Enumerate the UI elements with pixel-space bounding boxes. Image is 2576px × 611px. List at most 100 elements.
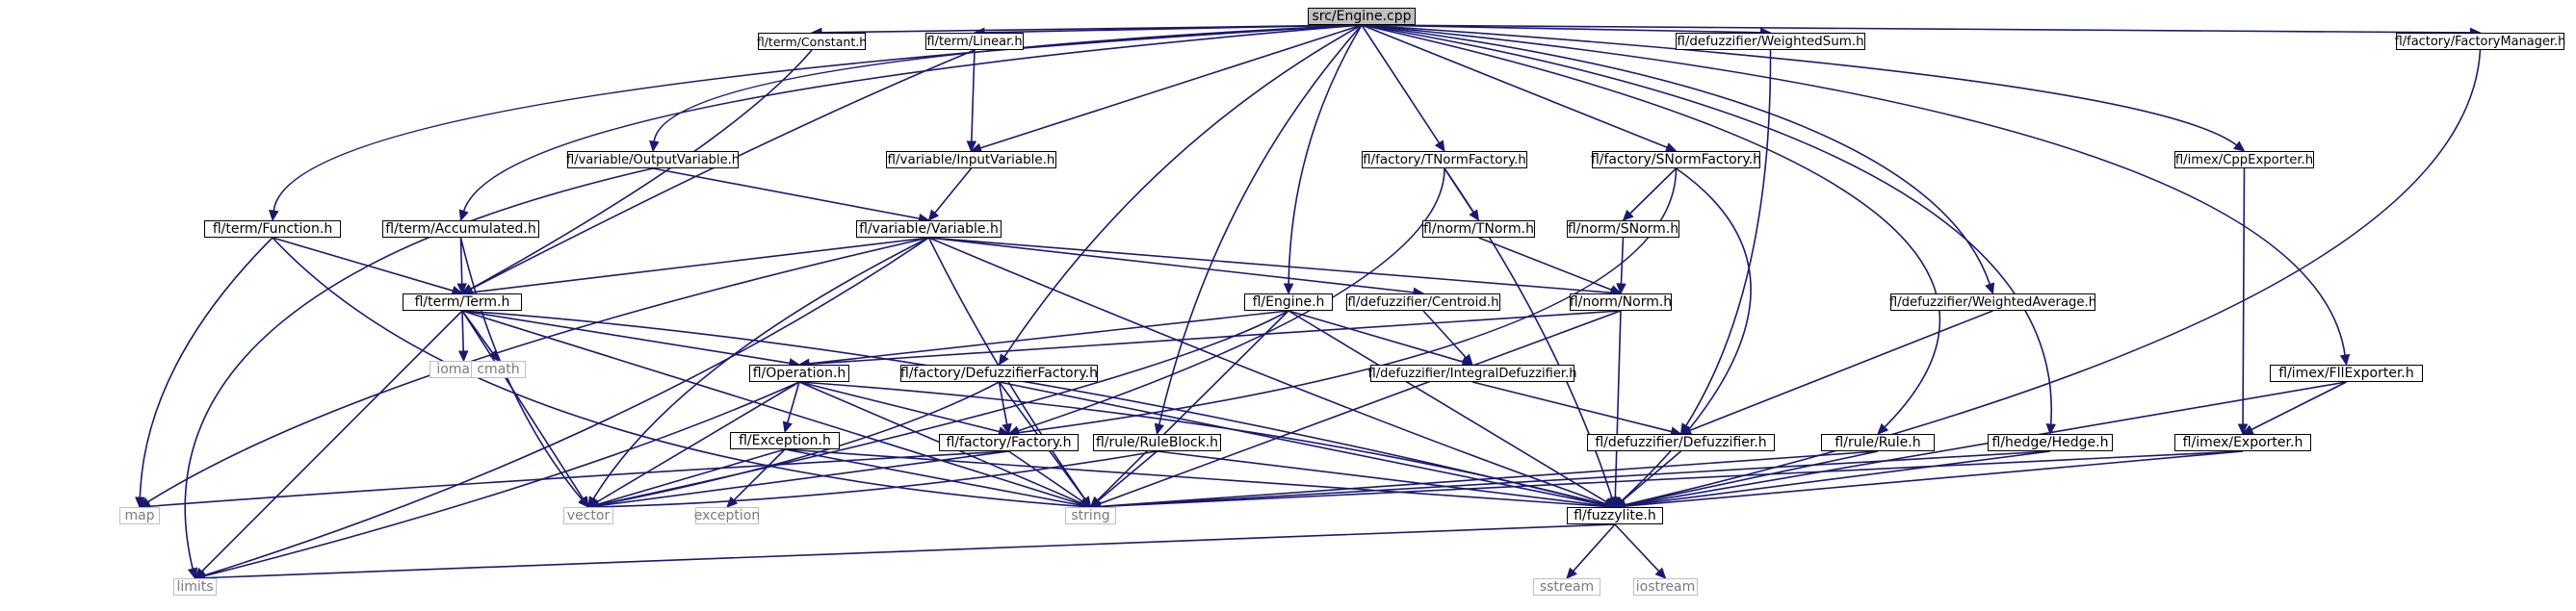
node-term-accumulated-h[interactable]: fl/term/Accumulated.h <box>382 220 539 238</box>
edge-hedge-to-fuzzylite <box>1624 450 2051 507</box>
node-defuzzifier-centroid-h[interactable]: fl/defuzzifier/Centroid.h <box>1346 293 1500 311</box>
arrowhead-sstream <box>1566 567 1577 579</box>
edge-engine_h-to-string <box>1097 310 1289 501</box>
edge-engine_cpp-to-outputvariable <box>653 24 1363 142</box>
edge-tnormfactory-to-fuzzylite <box>1444 167 1613 498</box>
edge-engine_cpp-to-tnormfactory <box>1361 24 1441 144</box>
edge-term-to-iomanip <box>461 310 465 352</box>
node-variable-variable-h[interactable]: fl/variable/Variable.h <box>856 220 1002 238</box>
node-exception-h[interactable]: fl/Exception.h <box>730 432 840 449</box>
edge-engine_cpp-to-function <box>273 24 1363 212</box>
arrowhead-exporter <box>2237 423 2249 436</box>
edge-variable-to-centroid <box>928 237 1415 293</box>
edge-cppexporter-to-exporter <box>2242 167 2246 425</box>
edge-exception-to-exception_std <box>733 448 786 501</box>
edge-engine_cpp-to-accumulated <box>462 24 1363 212</box>
edge-operation-to-exception <box>787 381 800 423</box>
arrowhead-iomanip <box>457 350 469 363</box>
arrowhead-fllexporter <box>2339 353 2351 367</box>
edge-snorm-to-norm <box>1620 237 1625 285</box>
node-std-map: map <box>119 507 160 524</box>
edge-variable-to-vector <box>592 237 929 499</box>
node-term-linear-h[interactable]: fl/term/Linear.h <box>925 33 1024 50</box>
edge-engine_h-to-operation <box>808 310 1289 365</box>
edge-operation-to-vector <box>596 381 800 503</box>
edge-fllexporter-to-fuzzylite <box>1624 381 2347 507</box>
node-term-function-h[interactable]: fl/term/Function.h <box>204 220 341 238</box>
edge-defuzzifier-to-fuzzylite <box>1622 450 1682 502</box>
arrowhead-function <box>269 209 279 222</box>
node-engine-h[interactable]: fl/Engine.h <box>1244 293 1333 311</box>
node-defuzzifier-integraldefuzzifier-h[interactable]: fl/defuzzifier/IntegralDefuzzifier.h <box>1367 365 1577 382</box>
arrowhead-norm <box>1616 283 1626 295</box>
node-factory-factorymanager-h[interactable]: fl/factory/FactoryManager.h <box>2394 33 2566 50</box>
edge-norm-to-string <box>1099 310 1622 505</box>
node-imex-cppexporter-h[interactable]: fl/imex/CppExporter.h <box>2174 151 2314 168</box>
node-factory-tnormfactory-h[interactable]: fl/factory/TNormFactory.h <box>1362 151 1527 168</box>
edge-variable-to-limits <box>203 237 929 576</box>
node-norm-norm-h[interactable]: fl/norm/Norm.h <box>1569 293 1673 311</box>
node-norm-tnorm-h[interactable]: fl/norm/TNorm.h <box>1422 220 1535 238</box>
node-std-limits: limits <box>173 578 217 596</box>
edge-engine_cpp-to-ruleblock <box>1158 24 1363 425</box>
node-std-exception: exception <box>693 507 761 524</box>
node-term-constant-h[interactable]: fl/term/Constant.h <box>756 33 868 50</box>
node-std-string: string <box>1065 507 1116 524</box>
node-defuzzifier-weightedsum-h[interactable]: fl/defuzzifier/WeightedSum.h <box>1676 33 1865 50</box>
edge-outputvariable-to-limits <box>184 167 654 570</box>
node-factory-factory-h[interactable]: fl/factory/Factory.h <box>939 434 1079 451</box>
node-operation-h[interactable]: fl/Operation.h <box>749 365 849 382</box>
node-factory-defuzzifierfactory-h[interactable]: fl/factory/DefuzzifierFactory.h <box>900 365 1098 382</box>
edge-norm-to-operation <box>808 310 1622 366</box>
edge-engine_cpp-to-weightedsum <box>1361 24 1761 34</box>
edge-defuzzifierfactory-to-fuzzylite <box>999 381 1606 506</box>
edge-factory-to-string <box>1008 450 1083 503</box>
edge-term-to-vector <box>461 310 585 500</box>
edge-ruleblock-to-fuzzylite <box>1157 450 1606 507</box>
node-src-engine-cpp[interactable]: src/Engine.cpp <box>1308 8 1416 25</box>
node-factory-snormfactory-h[interactable]: fl/factory/SNormFactory.h <box>1590 151 1762 168</box>
node-variable-inputvariable-h[interactable]: fl/variable/InputVariable.h <box>886 151 1056 168</box>
node-norm-snorm-h[interactable]: fl/norm/SNorm.h <box>1567 220 1679 238</box>
arrowhead-outputvariable <box>649 140 660 153</box>
edge-integraldefuzzifier-to-defuzzifier <box>1471 381 1672 433</box>
edge-engine_cpp-to-defuzzifierfactory <box>1003 24 1363 358</box>
edge-fllexporter-to-exporter <box>2251 381 2347 431</box>
edge-factory-to-vector <box>597 450 1009 507</box>
arrowhead-iostream <box>1654 567 1667 579</box>
edge-weightedsum-to-defuzzifier <box>1685 49 1772 426</box>
node-defuzzifier-defuzzifier-h[interactable]: fl/defuzzifier/Defuzzifier.h <box>1587 434 1775 451</box>
edge-inputvariable-to-variable <box>934 167 973 214</box>
arrowhead-hedge <box>2045 423 2056 436</box>
edge-engine_cpp-to-snormfactory <box>1361 24 1668 149</box>
edge-linear-to-term <box>470 49 976 291</box>
edge-rule-to-string <box>1100 450 1879 508</box>
node-imex-fllexporter-h[interactable]: fl/imex/FllExporter.h <box>2270 365 2423 382</box>
node-hedge-hedge-h[interactable]: fl/hedge/Hedge.h <box>1988 434 2113 451</box>
arrowhead-engine_h <box>1283 283 1294 295</box>
edge-engine_cpp-to-weightedaverage <box>1361 24 1991 285</box>
node-rule-ruleblock-h[interactable]: fl/rule/RuleBlock.h <box>1093 434 1221 451</box>
edge-function-to-string <box>272 237 1081 508</box>
edge-exporter-to-string <box>1100 450 2244 508</box>
arrowhead-rule <box>1877 422 1889 435</box>
edge-factory-to-map <box>148 450 1009 508</box>
node-variable-outputvariable-h[interactable]: fl/variable/OutputVariable.h <box>566 151 740 168</box>
edge-engine_cpp-to-rule <box>1361 24 1941 428</box>
arrowhead-factory <box>1002 422 1012 436</box>
edge-fuzzylite-to-limits <box>204 523 1616 579</box>
arrowhead-weightedaverage <box>1985 282 1995 295</box>
node-rule-rule-h[interactable]: fl/rule/Rule.h <box>1821 434 1935 451</box>
edge-weightedaverage-to-defuzzifier <box>1689 310 1993 432</box>
edge-fuzzylite-to-sstream <box>1573 523 1616 573</box>
node-fuzzylite-h[interactable]: fl/fuzzylite.h <box>1567 507 1663 524</box>
edge-rule-to-fuzzylite <box>1624 450 1879 506</box>
edge-fuzzylite-to-iostream <box>1614 523 1660 573</box>
edge-defuzzifierfactory-to-factory <box>998 381 1008 425</box>
node-term-term-h[interactable]: fl/term/Term.h <box>403 293 522 311</box>
arrowhead-exporter <box>2241 424 2254 435</box>
edge-term-to-fuzzylite <box>461 310 1606 506</box>
node-defuzzifier-weightedaverage-h[interactable]: fl/defuzzifier/WeightedAverage.h <box>1888 293 2097 311</box>
node-imex-exporter-h[interactable]: fl/imex/Exporter.h <box>2174 434 2311 451</box>
